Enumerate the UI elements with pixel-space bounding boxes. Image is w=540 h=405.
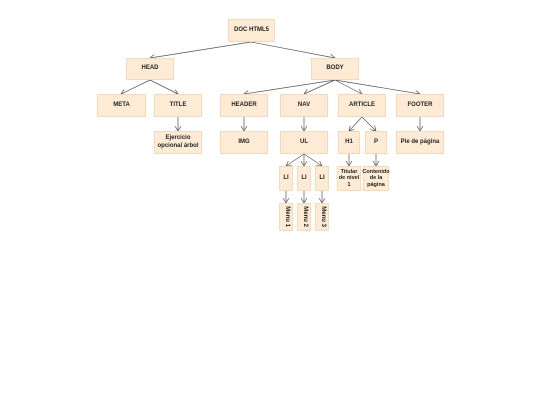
edge-ul-li3 <box>303 153 322 166</box>
node-li-2: LI <box>297 166 311 191</box>
node-nav: NAV <box>280 94 328 117</box>
edge-root-body <box>250 41 335 58</box>
node-p: P <box>365 131 387 154</box>
edge-body-header <box>244 79 336 94</box>
edge-ul-li1 <box>286 153 305 166</box>
node-p-text: Contenido de la página <box>362 166 390 191</box>
node-li-1: LI <box>279 166 293 191</box>
node-meta: META <box>97 94 146 117</box>
edge-head-meta <box>121 79 151 94</box>
edge-article-h1 <box>349 116 363 131</box>
node-li-3: LI <box>315 166 329 191</box>
node-body: BODY <box>311 58 359 80</box>
node-footer-text: Pie de página <box>396 131 444 154</box>
node-doc-html5: DOC HTML5 <box>228 19 275 42</box>
node-article: ARTICLE <box>338 94 386 117</box>
edge-body-article <box>334 79 362 94</box>
edge-root-head <box>150 41 252 58</box>
node-img: IMG <box>220 131 268 154</box>
node-menu-1: Menu 1 <box>279 203 293 231</box>
node-menu-3: Menu 3 <box>315 203 329 231</box>
edge-article-p <box>361 116 376 131</box>
edge-body-footer <box>334 79 420 94</box>
node-menu-2: Menu 2 <box>297 203 311 231</box>
edge-head-title <box>149 79 178 94</box>
edge-body-nav <box>304 79 336 94</box>
node-header: HEADER <box>220 94 268 117</box>
node-ul: UL <box>280 131 328 154</box>
node-h1-text: Titular de nivel 1 <box>337 166 361 191</box>
node-title: TITLE <box>154 94 202 117</box>
node-title-text: Ejercicio opcional árbol <box>154 131 202 154</box>
node-head: HEAD <box>126 58 174 80</box>
node-h1: H1 <box>338 131 360 154</box>
node-footer: FOOTER <box>396 94 444 117</box>
